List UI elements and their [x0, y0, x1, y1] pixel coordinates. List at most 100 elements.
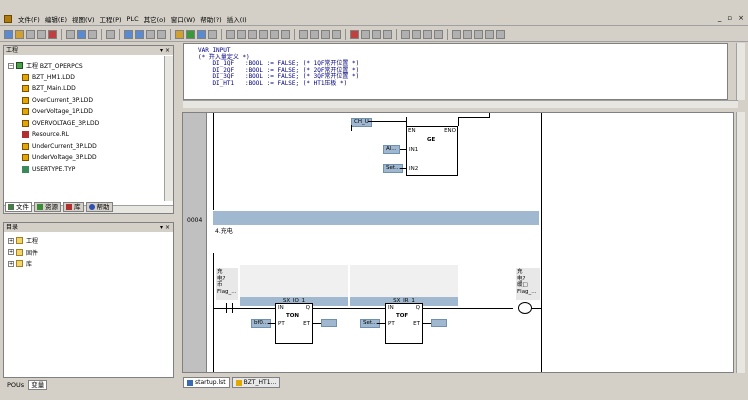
rung-comment[interactable]: 4.充电	[215, 228, 233, 235]
negate-icon[interactable]	[401, 29, 410, 39]
tab-variables[interactable]: 变量	[28, 380, 48, 390]
block-icon[interactable]	[350, 29, 359, 39]
tab-file[interactable]: 文件	[5, 202, 32, 212]
goto-icon[interactable]	[281, 29, 290, 39]
download-icon[interactable]	[186, 29, 195, 39]
tree-item-overcurrent[interactable]: OverCurrent_3P.LDD	[8, 95, 99, 107]
open-icon[interactable]	[15, 29, 24, 39]
menu-insert[interactable]: 插入(I)	[226, 15, 247, 24]
variable-declaration-editor[interactable]: VAR_INPUT(* 开入量定义 *) DI_1QF :BOOL := FAL…	[183, 43, 728, 100]
tree-item-overvoltage-3p[interactable]: OVERVOLTAGE_3P.LDD	[8, 118, 99, 130]
compile-icon[interactable]	[175, 29, 184, 39]
menu-project[interactable]: 工程(P)	[99, 15, 122, 24]
catalog-item-project[interactable]: + 工程	[8, 235, 38, 247]
expand-icon[interactable]: +	[8, 237, 14, 244]
new-icon[interactable]	[4, 29, 13, 39]
paste-icon[interactable]	[88, 29, 97, 39]
monitor-icon[interactable]	[197, 29, 206, 39]
close-project-icon[interactable]	[48, 29, 57, 39]
tab-library[interactable]: 库	[63, 202, 84, 212]
set-coil-icon[interactable]	[496, 29, 505, 39]
zoom-in-icon[interactable]	[124, 29, 133, 39]
move-up-icon[interactable]	[321, 29, 330, 39]
stop-icon[interactable]	[259, 29, 268, 39]
undo-icon[interactable]	[146, 29, 155, 39]
ge-block[interactable]: EN ENO GE IN1 IN2	[406, 126, 458, 176]
doc-tab-startup[interactable]: startup.lst	[183, 377, 230, 388]
menu-file[interactable]: 文件(F)	[18, 15, 40, 24]
cut-icon[interactable]	[66, 29, 75, 39]
rung-comment-bar	[213, 211, 539, 225]
rising-edge-icon[interactable]	[474, 29, 483, 39]
tab-help[interactable]: 帮助	[85, 202, 113, 212]
tree-item-resource[interactable]: Resource.RL	[8, 129, 99, 141]
menu-view[interactable]: 视图(V)	[72, 15, 95, 24]
save-icon[interactable]	[26, 29, 35, 39]
tof-instance-bar[interactable]: SX_IR_1	[350, 297, 458, 306]
doc-tab-bzt-ht1[interactable]: BZT_HT1...	[231, 377, 281, 388]
close-button[interactable]: ×	[738, 14, 744, 22]
var-al-input[interactable]: Al...	[383, 145, 400, 154]
catalog-item-library[interactable]: + 库	[8, 258, 38, 270]
pane-close-icon[interactable]: ▾ ×	[160, 224, 170, 231]
tree-item-undervoltage[interactable]: UnderVoltage_3P.LDD	[8, 152, 99, 164]
code-hscroll[interactable]	[183, 100, 738, 108]
tree-item-bzt-hm1[interactable]: BZT_HM1.LDD	[8, 72, 99, 84]
print-icon[interactable]	[106, 29, 115, 39]
var-ton-et[interactable]	[321, 319, 337, 327]
tree-item-overvoltage-1p[interactable]: OverVoltage_1P.LDD	[8, 106, 99, 118]
step-icon[interactable]	[237, 29, 246, 39]
parallel-icon[interactable]	[361, 29, 370, 39]
collapse-icon[interactable]: −	[8, 62, 14, 69]
contact-icon[interactable]	[372, 29, 381, 39]
tab-resource[interactable]: 资源	[34, 202, 61, 212]
insert-network-icon[interactable]	[299, 29, 308, 39]
closed-contact-icon[interactable]	[463, 29, 472, 39]
coil-icon[interactable]	[383, 29, 392, 39]
project-pane-vscroll[interactable]	[164, 56, 173, 201]
tree-item-project[interactable]: − 工程 BZT_OPERPCS	[8, 60, 99, 72]
var-ch-u[interactable]: CH_U	[351, 118, 372, 127]
open-contact-icon[interactable]	[452, 29, 461, 39]
pause-icon[interactable]	[248, 29, 257, 39]
ladder-vscroll[interactable]	[736, 112, 745, 373]
tof-block[interactable]: IN Q TOF PT ET	[385, 303, 423, 344]
menu-edit[interactable]: 编辑(E)	[44, 15, 67, 24]
menu-plc[interactable]: PLC	[126, 14, 139, 23]
online-icon[interactable]	[208, 29, 217, 39]
jump-icon[interactable]	[434, 29, 443, 39]
menu-help[interactable]: 帮助(?)	[200, 15, 222, 24]
ladder-editor[interactable]: 0004 CH_U EN ENO GE IN1 IN2 Al... Set...…	[182, 112, 734, 373]
circle-coil-icon[interactable]	[423, 29, 432, 39]
tree-item-usertype[interactable]: USERTYPE.TYP	[8, 164, 99, 176]
contact-left-bar	[226, 303, 227, 313]
coil-icon[interactable]	[518, 302, 532, 314]
copy-icon[interactable]	[77, 29, 86, 39]
minimize-button[interactable]: _	[717, 14, 722, 22]
breakpoint-icon[interactable]	[270, 29, 279, 39]
move-down-icon[interactable]	[332, 29, 341, 39]
run-icon[interactable]	[226, 29, 235, 39]
falling-edge-icon[interactable]	[485, 29, 494, 39]
var-tof-et[interactable]	[431, 319, 447, 327]
ton-block[interactable]: IN Q TON PT ET	[275, 303, 313, 344]
insert-rung-icon[interactable]	[310, 29, 319, 39]
box-icon[interactable]	[412, 29, 421, 39]
pane-close-icon[interactable]: ▾ ×	[160, 47, 170, 54]
tab-pous[interactable]: POUs	[5, 380, 26, 390]
catalog-item-firmware[interactable]: + 固件	[8, 247, 38, 259]
ton-instance-bar[interactable]: SX_IO_1	[240, 297, 348, 306]
tree-item-undercurrent[interactable]: UnderCurrent_3P.LDD	[8, 141, 99, 153]
tree-item-bzt-main[interactable]: BZT_Main.LDD	[8, 83, 99, 95]
restore-button[interactable]: ▫	[727, 14, 733, 22]
expand-icon[interactable]: +	[8, 249, 14, 256]
redo-icon[interactable]	[157, 29, 166, 39]
zoom-out-icon[interactable]	[135, 29, 144, 39]
library-tab-icon	[66, 204, 72, 210]
menu-window[interactable]: 窗口(W)	[170, 15, 196, 24]
code-vscroll[interactable]	[736, 43, 745, 100]
menu-other[interactable]: 其它(o)	[143, 15, 166, 24]
save-all-icon[interactable]	[37, 29, 46, 39]
expand-icon[interactable]: +	[8, 260, 14, 267]
menubar: 文件(F) 编辑(E) 视图(V) 工程(P) PLC 其它(o) 窗口(W) …	[0, 12, 748, 26]
